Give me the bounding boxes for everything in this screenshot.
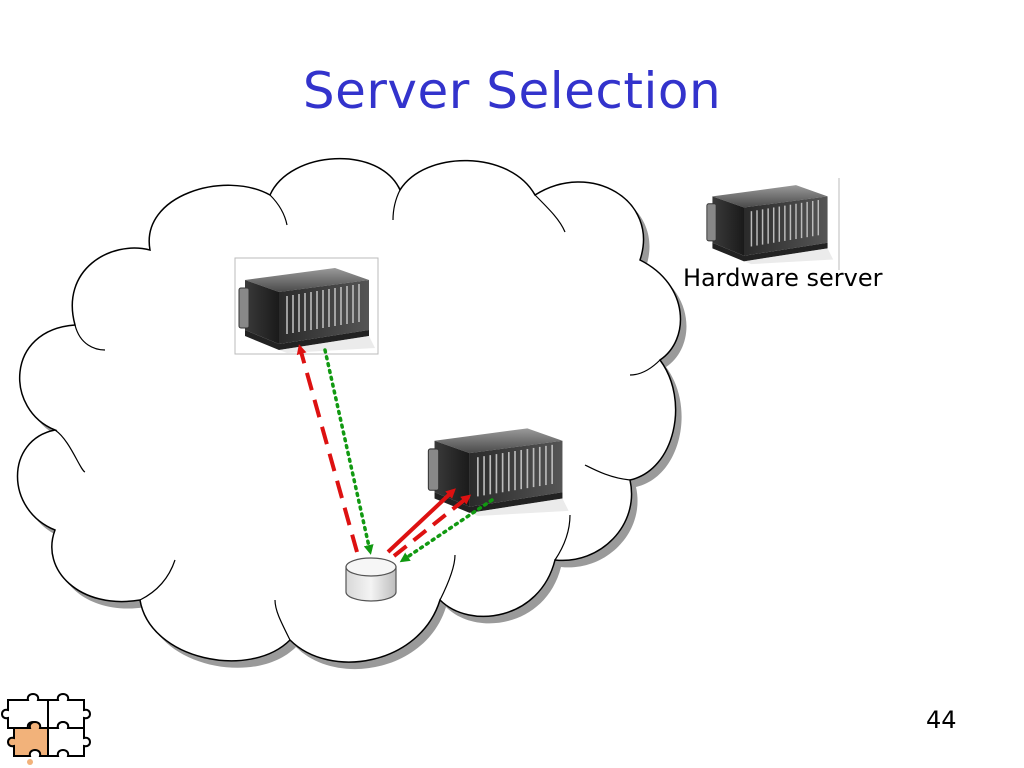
server-top-node	[234, 257, 379, 355]
response-arrow-right	[399, 498, 494, 563]
cloud-lobes	[54, 189, 661, 641]
server-right-node	[427, 427, 570, 516]
response-arrow-top	[323, 348, 374, 555]
slide-title: Server Selection	[302, 62, 722, 120]
legend-server-node	[706, 178, 840, 270]
cloud-shape	[16, 158, 682, 663]
legend-label: Hardware server	[683, 264, 883, 292]
hardware-server-icon	[427, 427, 570, 516]
request-arrow-right-b	[392, 494, 472, 558]
puzzle-pieces-icon	[1, 693, 91, 765]
hardware-server-icon	[706, 184, 834, 265]
request-arrow-right-a	[386, 488, 456, 554]
page-number: 44	[926, 706, 957, 734]
database-cylinder-icon	[345, 557, 397, 602]
hardware-server-icon	[238, 267, 376, 353]
request-arrow-top	[296, 344, 359, 553]
